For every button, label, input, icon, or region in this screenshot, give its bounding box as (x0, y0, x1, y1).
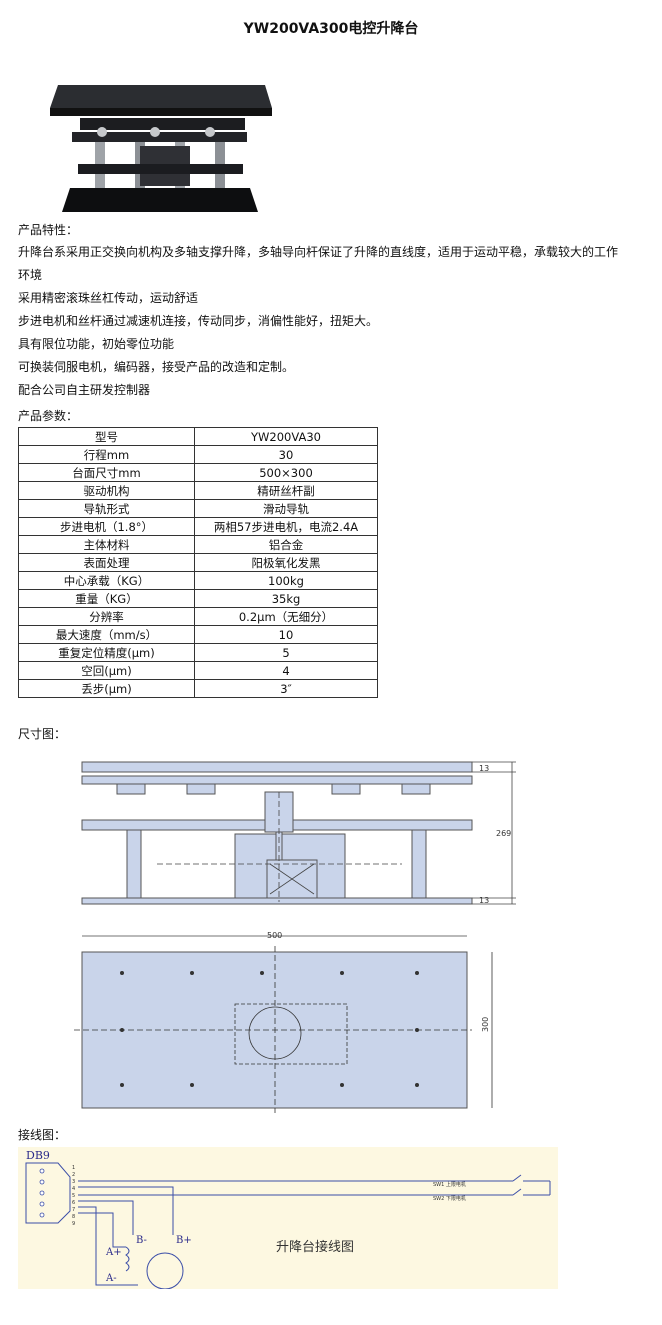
param-name: 空回(μm) (18, 661, 195, 680)
dim-top-13: 13 (479, 764, 489, 773)
a-minus-label: A- (105, 1273, 117, 1284)
param-name: 步进电机（1.8°） (18, 517, 195, 536)
dim-bottom-13: 13 (479, 896, 489, 905)
top-view-drawing: 500 300 (74, 931, 493, 1113)
param-name: 表面处理 (18, 553, 195, 572)
pin-label: 9 (72, 1221, 75, 1227)
param-name: 型号 (18, 427, 195, 446)
pin-label: 5 (72, 1193, 75, 1199)
param-value: 5 (194, 643, 378, 662)
wiring-caption: 升降台接线图 (276, 1239, 354, 1255)
product-photo (50, 85, 272, 212)
pin-label: 4 (72, 1186, 75, 1192)
param-name: 重复定位精度(μm) (18, 643, 195, 662)
params-heading: 产品参数： (18, 409, 79, 423)
b-minus-label: B- (136, 1235, 147, 1246)
params-row: 表面处理阳极氧化发黑 (18, 553, 378, 572)
feature-line: 升降台系采用正交换向机构及多轴支撑升降，多轴导向杆保证了升降的直线度，适用于运动… (18, 245, 619, 259)
param-name: 台面尺寸mm (18, 463, 195, 482)
params-row: 主体材料铝合金 (18, 535, 378, 554)
params-row: 步进电机（1.8°）两相57步进电机，电流2.4A (18, 517, 378, 536)
params-row: 空回(μm)4 (18, 661, 378, 680)
params-row: 中心承载（KG）100kg (18, 571, 378, 590)
dim-width-500: 500 (267, 931, 282, 940)
a-plus-label: A+ (105, 1247, 122, 1258)
sw2-label: SW2 下限电机 (433, 1195, 466, 1202)
feature-line: 具有限位功能，初始零位功能 (18, 337, 175, 351)
feature-line: 可换装伺服电机，编码器，接受产品的改造和定制。 (18, 360, 295, 374)
params-row: 导轨形式滑动导轨 (18, 499, 378, 518)
dimension-heading: 尺寸图： (18, 727, 67, 741)
dim-height-269: 269 (496, 829, 511, 838)
param-value: YW200VA30 (194, 427, 378, 446)
b-plus-label: B+ (176, 1235, 192, 1246)
param-value: 两相57步进电机，电流2.4A (194, 517, 378, 536)
param-value: 3″ (194, 679, 378, 698)
param-value: 精研丝杆副 (194, 481, 378, 500)
features-heading: 产品特性： (18, 223, 79, 237)
param-name: 重量（KG） (18, 589, 195, 608)
param-name: 丢步(μm) (18, 679, 195, 698)
params-row: 重复定位精度(μm)5 (18, 643, 378, 662)
page-title: YW200VA300电控升降台 (243, 21, 419, 37)
param-value: 阳极氧化发黑 (194, 553, 378, 572)
pin-label: 8 (72, 1214, 75, 1220)
param-name: 中心承载（KG） (18, 571, 195, 590)
param-name: 最大速度（mm/s） (18, 625, 195, 644)
param-value: 0.2μm（无细分） (194, 607, 378, 626)
param-name: 导轨形式 (18, 499, 195, 518)
params-row: 最大速度（mm/s）10 (18, 625, 378, 644)
params-row: 驱动机构精研丝杆副 (18, 481, 378, 500)
param-name: 驱动机构 (18, 481, 195, 500)
sw1-label: SW1 上限电机 (433, 1181, 466, 1188)
param-value: 35kg (194, 589, 378, 608)
pin-label: 1 (72, 1165, 75, 1171)
pin-label: 7 (72, 1207, 75, 1213)
pin-label: 6 (72, 1200, 75, 1206)
param-value: 100kg (194, 571, 378, 590)
side-view-drawing: 13 269 13 (81, 761, 516, 905)
param-value: 滑动导轨 (194, 499, 378, 518)
param-value: 10 (194, 625, 378, 644)
param-value: 铝合金 (194, 535, 378, 554)
db9-label: DB9 (26, 1149, 50, 1162)
feature-line: 配合公司自主研发控制器 (18, 383, 151, 397)
param-name: 分辨率 (18, 607, 195, 626)
param-value: 30 (194, 445, 378, 464)
params-row: 丢步(μm)3″ (18, 679, 378, 698)
param-name: 主体材料 (18, 535, 195, 554)
feature-line: 步进电机和丝杆通过减速机连接，传动同步，消偏性能好，扭矩大。 (18, 314, 379, 328)
pin-label: 3 (72, 1179, 75, 1185)
wiring-diagram: DB9 1 2 3 4 5 6 7 8 9 SW1 上限电机 SW2 下限电机 … (18, 1147, 558, 1289)
params-row: 重量（KG）35kg (18, 589, 378, 608)
feature-line: 采用精密滚珠丝杠传动，运动舒适 (18, 291, 199, 305)
feature-line: 环境 (18, 268, 43, 282)
features-list: 升降台系采用正交换向机构及多轴支撑升降，多轴导向杆保证了升降的直线度，适用于运动… (18, 241, 653, 402)
param-value: 500×300 (194, 463, 378, 482)
dim-depth-300: 300 (481, 1017, 490, 1032)
param-value: 4 (194, 661, 378, 680)
wiring-heading: 接线图： (18, 1128, 67, 1142)
param-name: 行程mm (18, 445, 195, 464)
pin-label: 2 (72, 1172, 75, 1178)
